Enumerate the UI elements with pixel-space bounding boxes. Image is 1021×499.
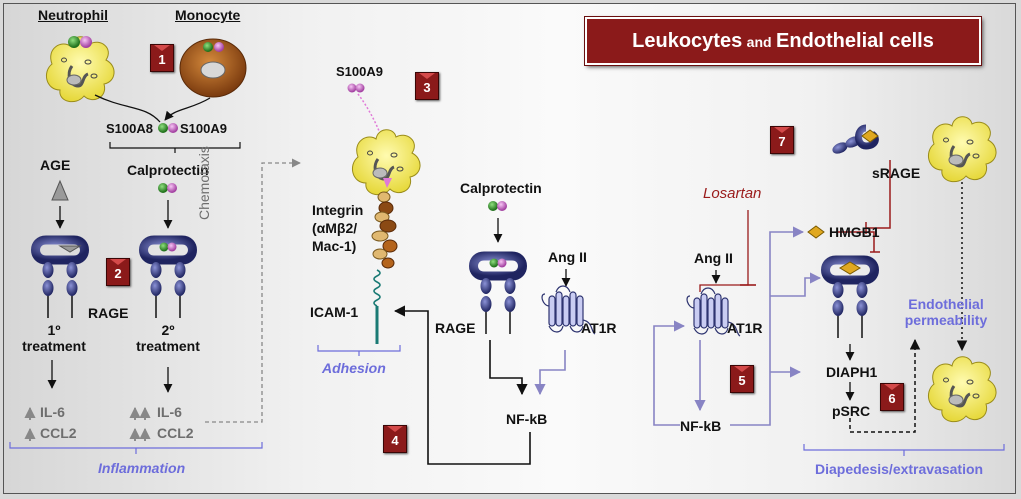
psrc-label: pSRC — [832, 403, 871, 419]
srage-molecule — [832, 124, 879, 154]
s100a9-top-label: S100A9 — [336, 64, 383, 79]
hmgb1-label: HMGB1 — [829, 224, 880, 240]
angii-right-label: Ang II — [694, 250, 733, 266]
nfkb-mid-label: NF-kB — [506, 411, 548, 427]
at1r-mid-label: AT1R — [581, 320, 617, 336]
diapedesis-label: Diapedesis/extravasation — [815, 461, 984, 477]
age-label: AGE — [40, 157, 71, 173]
il6-label-1: IL-6 — [40, 404, 65, 420]
inflammation-label: Inflammation — [98, 460, 186, 476]
losartan-label: Losartan — [703, 185, 762, 202]
chemotaxis-label: Chemotaxis — [196, 146, 212, 220]
icam1-label: ICAM-1 — [310, 304, 359, 320]
step-badge-7: 7 — [770, 126, 794, 154]
ccl2-label-1: CCL2 — [40, 425, 77, 441]
treatment-1-label: 1º treatment — [22, 322, 86, 354]
diaph1-label: DIAPH1 — [826, 364, 878, 380]
step-badge-1: 1 — [150, 44, 174, 72]
rage-left-label: RAGE — [88, 305, 129, 321]
step-badge-6: 6 — [880, 383, 904, 411]
srage-label: sRAGE — [872, 165, 921, 181]
integrin-label-3: Mac-1) — [312, 238, 357, 254]
title-and: and — [746, 34, 772, 50]
rage-mid-label: RAGE — [435, 320, 476, 336]
il6-label-2: IL-6 — [157, 404, 182, 420]
step-badge-2: 2 — [106, 258, 130, 286]
at1r-right-label: AT1R — [727, 320, 763, 336]
calprotectin-mid-label: Calprotectin — [460, 180, 542, 196]
step-badge-4: 4 — [383, 425, 407, 453]
monocyte-label: Monocyte — [175, 7, 241, 23]
ccl2-label-2: CCL2 — [157, 425, 194, 441]
diagram-title: Leukocytes and Endothelial cells — [585, 17, 981, 65]
step-badge-5: 5 — [730, 365, 754, 393]
angii-mid-label: Ang II — [548, 249, 587, 265]
step-badge-3: 3 — [415, 72, 439, 100]
neutrophil-label: Neutrophil — [38, 7, 108, 23]
s100a8-label: S100A8 — [106, 121, 153, 136]
calprotectin-left-label: Calprotectin — [127, 162, 209, 178]
s100a9-label: S100A9 — [180, 121, 227, 136]
adhesion-label: Adhesion — [322, 360, 386, 376]
endothelial-permeability-label: Endothelial permeability — [904, 296, 988, 328]
title-second: Endothelial cells — [776, 30, 934, 52]
integrin-label-2: (αMβ2/ — [312, 220, 358, 236]
treatment-2-label: 2º treatment — [136, 322, 200, 354]
integrin-chain — [371, 191, 398, 269]
integrin-label-1: Integrin — [312, 202, 364, 218]
title-main: Leukocytes — [632, 30, 743, 52]
neutrophil-cell — [44, 35, 116, 104]
nfkb-right-label: NF-kB — [680, 418, 722, 434]
